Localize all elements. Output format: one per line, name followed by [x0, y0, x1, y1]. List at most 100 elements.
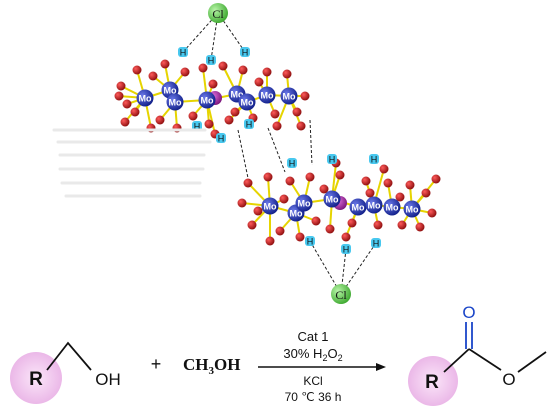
oxygen-atom [238, 65, 248, 75]
r-group-highlight [10, 352, 62, 404]
oxygen-atom [130, 107, 140, 117]
hydrogen-atom [240, 47, 250, 57]
oxygen-atom [180, 67, 190, 77]
hydrogen-atom [305, 236, 315, 246]
additive-label: KCl [303, 374, 322, 388]
hydrogen-bond [182, 12, 219, 53]
mo-label: Mo [352, 203, 365, 213]
chloride-label-top: Cl [212, 7, 224, 21]
oxygen-atom [341, 232, 351, 242]
catalyst-label: Cat 1 [297, 329, 328, 344]
inter-cluster-hydrogen-bond [267, 127, 286, 173]
oxygen-atom [247, 220, 257, 230]
oxygen-atom [218, 61, 228, 71]
mo-label: Mo [139, 94, 152, 104]
oxygen-atom [379, 164, 389, 174]
mo-atom [258, 86, 276, 104]
oxygen-atom [285, 176, 295, 186]
oxygen-atom [397, 220, 407, 230]
hydrogen-atom [206, 55, 216, 65]
hydrogen-label: H [242, 48, 249, 58]
oxygen-atom [365, 188, 375, 198]
reactant-alcohol: R OH [10, 341, 121, 404]
hydrogen-bond [340, 242, 377, 295]
chloride-label-bottom: Cl [335, 288, 347, 302]
hydrogen-label: H [373, 239, 380, 249]
oxygen-atom [262, 67, 272, 77]
oxygen-atom [325, 224, 335, 234]
carbonyl-oxygen-label: O [462, 303, 475, 322]
oxygen-atom [253, 206, 263, 216]
oxygen-atom [361, 176, 371, 186]
oxygen-atom [275, 226, 285, 236]
oxygen-atom [265, 236, 275, 246]
hydroxyl-label: OH [95, 370, 121, 389]
hydrogen-atom [371, 238, 381, 248]
oxygen-atom [272, 121, 282, 131]
hydrogen-atom [369, 154, 379, 164]
oxygen-atom [254, 77, 264, 87]
oxygen-atom [208, 79, 218, 89]
oxygen-atom [319, 184, 329, 194]
hydrogen-label: H [371, 155, 378, 165]
mo-label: Mo [169, 98, 182, 108]
mo-atom [295, 194, 313, 212]
oxygen-atom [395, 192, 405, 202]
r-group-label: R [29, 369, 43, 390]
mo-atom [238, 93, 256, 111]
hydrogen-label: H [180, 48, 187, 58]
hydrogen-label: H [329, 155, 336, 165]
hydrogen-bond [217, 12, 246, 53]
oxidant-label: 30% H2O2 [283, 346, 342, 363]
product-methyl-ester: R O O [408, 303, 547, 406]
oxygen-atom [427, 208, 437, 218]
oxygen-atom [114, 91, 124, 101]
mo-label: Mo [368, 201, 381, 211]
oxygen-atom [347, 218, 357, 228]
product-r-group-highlight [408, 356, 458, 406]
oxygen-atom [122, 99, 132, 109]
alcohol-bonds [46, 341, 92, 371]
mo-label: Mo [231, 90, 244, 100]
oxygen-atom [132, 65, 142, 75]
hydrogen-atom [341, 244, 351, 254]
temperature-time-label: 70 ℃ 36 h [285, 390, 342, 404]
oxygen-atom [224, 115, 234, 125]
hydrogen-label: H [307, 237, 314, 247]
oxygen-atom [270, 109, 280, 119]
mo-atom [136, 89, 154, 107]
hydrogen-label: H [246, 120, 253, 130]
mo-label: Mo [386, 203, 399, 213]
oxygen-atom [383, 178, 393, 188]
chloride-ion-top: Cl [208, 3, 228, 23]
oxygen-atom [230, 107, 240, 117]
mo-atom [198, 91, 216, 109]
mo-atom [323, 190, 341, 208]
hydrogen-label: H [208, 56, 215, 66]
oxygen-atom [335, 170, 345, 180]
hydrogen-atom [216, 133, 226, 143]
mo-label: Mo [283, 92, 296, 102]
oxygen-atom [263, 172, 273, 182]
product-r-group-label: R [425, 372, 439, 393]
hydrogen-atom [244, 119, 254, 129]
oxygen-atom [311, 216, 321, 226]
oxygen-atom [148, 71, 158, 81]
oxygen-atom [292, 107, 302, 117]
mo-label: Mo [290, 209, 303, 219]
oxygen-atom [421, 188, 431, 198]
mo-label: Mo [264, 202, 277, 212]
hydrogen-label: H [289, 159, 296, 169]
oxygen-atom [305, 172, 315, 182]
inter-cluster-hydrogen-bond [309, 119, 313, 166]
oxygen-atom [296, 121, 306, 131]
oxygen-atom [160, 59, 170, 69]
mo-atom [349, 198, 367, 216]
hydrogen-bond [210, 12, 219, 61]
oxygen-atom [295, 232, 305, 242]
oxygen-atom [204, 119, 214, 129]
faint-background-lines [52, 128, 212, 198]
hydrogen-bond [309, 240, 342, 295]
oxygen-atom [155, 115, 165, 125]
